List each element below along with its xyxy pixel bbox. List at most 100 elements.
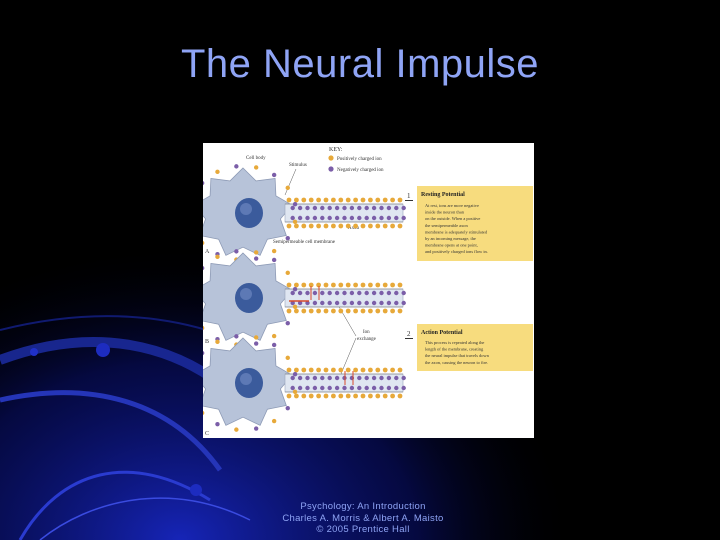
- positive-ion: [323, 393, 329, 399]
- positive-ion: [353, 367, 358, 373]
- positive-ion: [301, 367, 307, 373]
- cell-ion: [271, 333, 277, 339]
- positive-ion: [360, 367, 366, 373]
- panel-label-b: B: [205, 339, 209, 345]
- info-box-line: At rest, ions are more negative: [425, 203, 479, 209]
- positive-ion: [360, 282, 366, 288]
- cell-ion: [292, 201, 298, 207]
- positive-ion: [294, 223, 299, 229]
- positive-ion: [360, 393, 366, 399]
- negative-ion: [297, 375, 303, 381]
- negative-ion: [320, 375, 325, 381]
- negative-ion: [401, 215, 406, 221]
- positive-ion: [368, 223, 373, 229]
- negative-ion: [327, 215, 332, 221]
- positive-ion: [316, 308, 321, 314]
- box2-number: 2: [407, 330, 411, 338]
- positive-ion: [397, 367, 403, 373]
- negative-ion: [357, 215, 362, 221]
- positive-ion: [353, 393, 358, 399]
- cell-ion: [253, 426, 259, 431]
- cell-ion: [285, 185, 290, 191]
- negative-ion: [401, 375, 406, 381]
- positive-ion: [390, 197, 395, 203]
- cell-ion: [292, 304, 298, 310]
- negative-ion: [394, 300, 399, 306]
- negative-ion: [342, 385, 347, 391]
- positive-ion: [331, 393, 336, 399]
- positive-ion: [316, 367, 321, 373]
- positive-ion: [382, 282, 388, 288]
- positive-ion: [286, 197, 292, 203]
- negative-ion: [305, 290, 310, 296]
- negative-ion: [290, 290, 295, 296]
- label-ion-exchange-1: Ion: [363, 330, 370, 335]
- cell-ion: [203, 181, 205, 186]
- positive-ion: [390, 308, 395, 314]
- key-positive-label: Positively charged ion: [337, 157, 382, 162]
- cell-ion: [285, 235, 290, 241]
- label-stimulus: Stimulus: [289, 163, 307, 168]
- footer-line-2: Charles A. Morris & Albert A. Maisto: [282, 512, 444, 524]
- cell-ion: [285, 355, 290, 361]
- positive-ion: [368, 282, 373, 288]
- box1-title: Resting Potential: [421, 192, 465, 198]
- footer-line-3: © 2005 Prentice Hall: [316, 524, 410, 535]
- negative-ion: [320, 205, 325, 211]
- positive-ion: [294, 197, 299, 203]
- info-box-line: the axon, causing the neuron to fire.: [425, 360, 488, 366]
- negative-ion: [297, 385, 303, 391]
- negative-ion: [386, 375, 392, 381]
- positive-ion: [353, 308, 358, 314]
- info-box-line: membrane opens at one point,: [425, 243, 478, 249]
- negative-ion: [349, 300, 355, 306]
- key-negative-ion-icon: [328, 166, 334, 172]
- info-box-line: and positively charged ions flow in.: [425, 249, 488, 254]
- positive-ion: [368, 308, 373, 314]
- negative-ion: [320, 300, 325, 306]
- cell-ion: [271, 418, 277, 424]
- negative-ion: [357, 375, 362, 381]
- positive-ion: [375, 367, 381, 373]
- negative-ion: [357, 385, 362, 391]
- positive-ion: [316, 197, 321, 203]
- negative-ion: [290, 385, 295, 391]
- cell-ion: [215, 254, 220, 260]
- positive-ion: [338, 308, 344, 314]
- negative-ion: [297, 300, 303, 306]
- negative-ion: [364, 300, 369, 306]
- positive-ion: [368, 393, 373, 399]
- negative-ion: [334, 385, 340, 391]
- info-box-line: inside the neuron than: [425, 210, 465, 215]
- negative-ion: [312, 290, 318, 296]
- negative-ion: [394, 375, 399, 381]
- positive-ion: [345, 282, 351, 288]
- info-box-line: the neural impulse that travels down: [425, 353, 490, 358]
- positive-ion: [316, 393, 321, 399]
- neuron-panel-2: [203, 249, 406, 347]
- negative-ion: [312, 205, 318, 211]
- cell-ion: [234, 249, 239, 254]
- cell-ion: [253, 165, 259, 170]
- cell-ion: [285, 270, 290, 276]
- negative-ion: [364, 290, 369, 296]
- cell-ion: [203, 266, 205, 271]
- cell-ion: [203, 240, 205, 245]
- negative-ion: [364, 215, 369, 221]
- cell-ion: [203, 351, 205, 356]
- cell-ion: [215, 421, 220, 427]
- negative-ion: [401, 300, 406, 306]
- cell-ion: [285, 405, 290, 411]
- positive-ion: [286, 367, 292, 373]
- negative-ion: [379, 290, 384, 296]
- positive-ion: [338, 393, 344, 399]
- neuron-panel-1: [203, 164, 406, 262]
- positive-ion: [397, 308, 403, 314]
- negative-ion: [371, 205, 377, 211]
- cell-ion: [285, 320, 290, 326]
- negative-ion: [364, 375, 369, 381]
- positive-ion: [301, 308, 307, 314]
- positive-ion: [397, 393, 403, 399]
- positive-ion: [375, 308, 381, 314]
- positive-ion: [397, 282, 403, 288]
